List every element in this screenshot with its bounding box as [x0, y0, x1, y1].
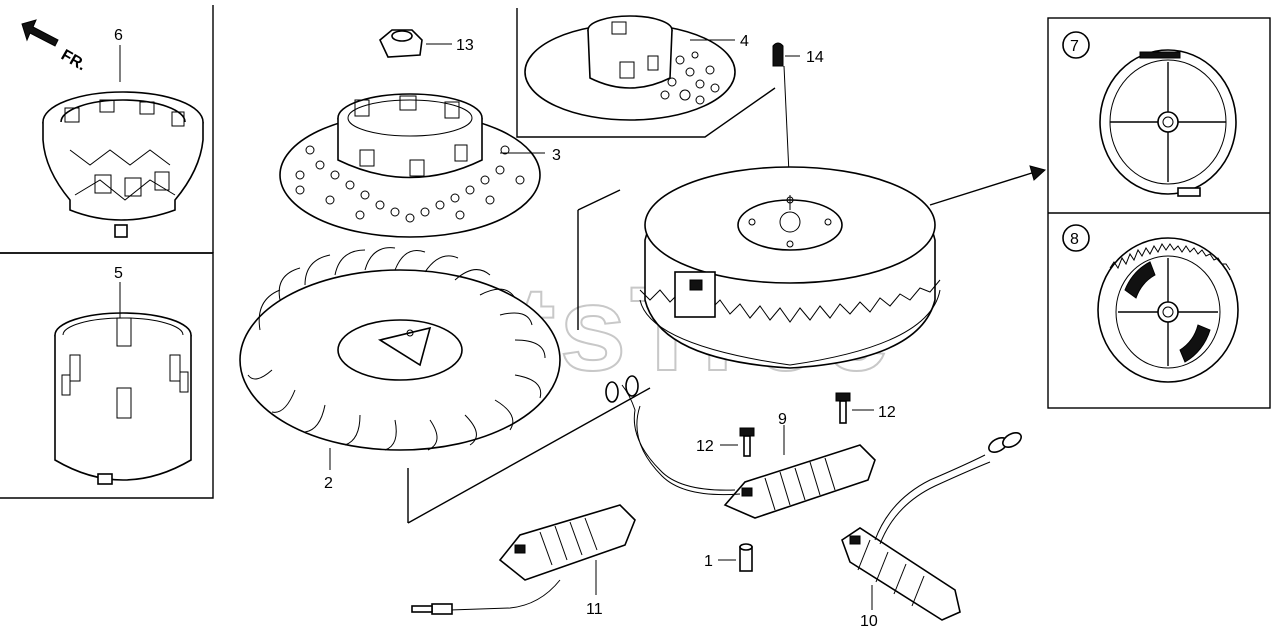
- variant-7-flywheel: [1062, 31, 1237, 197]
- callout-5: 5: [114, 265, 123, 282]
- callout-3: 3: [552, 147, 561, 164]
- direction-arrow-icon: FR.: [21, 19, 89, 75]
- callout-4: 4: [740, 33, 749, 50]
- callout-12b: 12: [878, 404, 896, 421]
- part-4-panel: [516, 8, 776, 138]
- callout-12a: 12: [696, 438, 714, 455]
- fan-bracket-lines: [407, 189, 651, 524]
- part-1-spacer: [718, 543, 753, 572]
- callout-7: 7: [1070, 38, 1079, 55]
- direction-label: FR.: [58, 47, 89, 75]
- part-5-sleeve: [54, 282, 192, 485]
- part-13-nut: [379, 29, 452, 58]
- part-3-perforated-plate: [279, 93, 545, 238]
- part-14-key: [772, 42, 800, 67]
- part-4-cup-plate: [524, 15, 736, 121]
- variant-8-flywheel: [1062, 224, 1239, 383]
- callout-13: 13: [456, 37, 474, 54]
- part-12-bolt-b: [835, 392, 874, 424]
- callout-9: 9: [778, 411, 787, 428]
- callout-14: 14: [806, 49, 824, 66]
- callout-2: 2: [324, 475, 333, 492]
- part-12-bolt-a: [720, 427, 755, 457]
- variant-panel: [1047, 17, 1271, 409]
- part-2-cooling-fan: [239, 247, 561, 470]
- part-9-charge-coil: [605, 375, 876, 519]
- callout-6: 6: [114, 27, 123, 44]
- callout-8: 8: [1070, 231, 1079, 248]
- callout-1: 1: [704, 553, 713, 570]
- left-panels: [0, 5, 214, 499]
- part-10-coil: [841, 431, 1022, 621]
- part-6-drive-cup: [42, 45, 204, 238]
- callout-10: 10: [860, 613, 878, 630]
- arrow-to-variants-icon: [929, 165, 1047, 206]
- callout-11: 11: [586, 601, 603, 618]
- flywheel: [639, 166, 941, 369]
- part-11-coil: [411, 504, 636, 615]
